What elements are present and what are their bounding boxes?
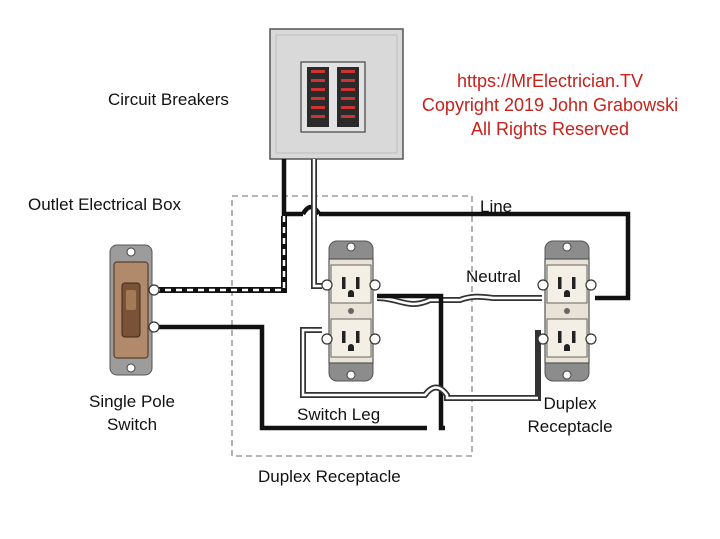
label-receptacle-line2: Receptacle (527, 417, 613, 436)
credit-rights: All Rights Reserved (470, 119, 630, 139)
credit-copyright: Copyright 2019 John Grabowski (421, 95, 679, 115)
label-duplex-receptacle-bottom: Duplex Receptacle (258, 467, 401, 486)
credit-url[interactable]: https://MrElectrician.TV (456, 71, 644, 91)
neutral-wire (311, 159, 322, 289)
switch-feed-wire (159, 216, 287, 293)
switch-leg-white-wire (300, 327, 541, 401)
credit-block: https://MrElectrician.TV Copyright 2019 … (395, 69, 705, 141)
label-neutral: Neutral (466, 267, 521, 286)
label-duplex-receptacle-right: Duplex Receptacle (510, 394, 630, 437)
label-receptacle-line1: Duplex (543, 394, 597, 413)
label-switch-leg: Switch Leg (297, 405, 381, 424)
label-outlet-box: Outlet Electrical Box (28, 195, 182, 214)
duplex-receptacle-right (537, 240, 597, 382)
single-pole-switch (109, 244, 160, 376)
switch-leg-wire (159, 293, 445, 431)
neutral-jumper (376, 293, 542, 307)
label-circuit-breakers: Circuit Breakers (108, 90, 229, 109)
breaker-panel (269, 28, 404, 160)
breaker-switches (311, 70, 355, 118)
label-line: Line (480, 197, 513, 216)
label-switch-line2: Switch (106, 415, 158, 434)
label-single-pole-switch: Single Pole Switch (68, 392, 196, 435)
label-switch-line1: Single Pole (88, 392, 175, 411)
duplex-receptacle-center (321, 240, 381, 382)
